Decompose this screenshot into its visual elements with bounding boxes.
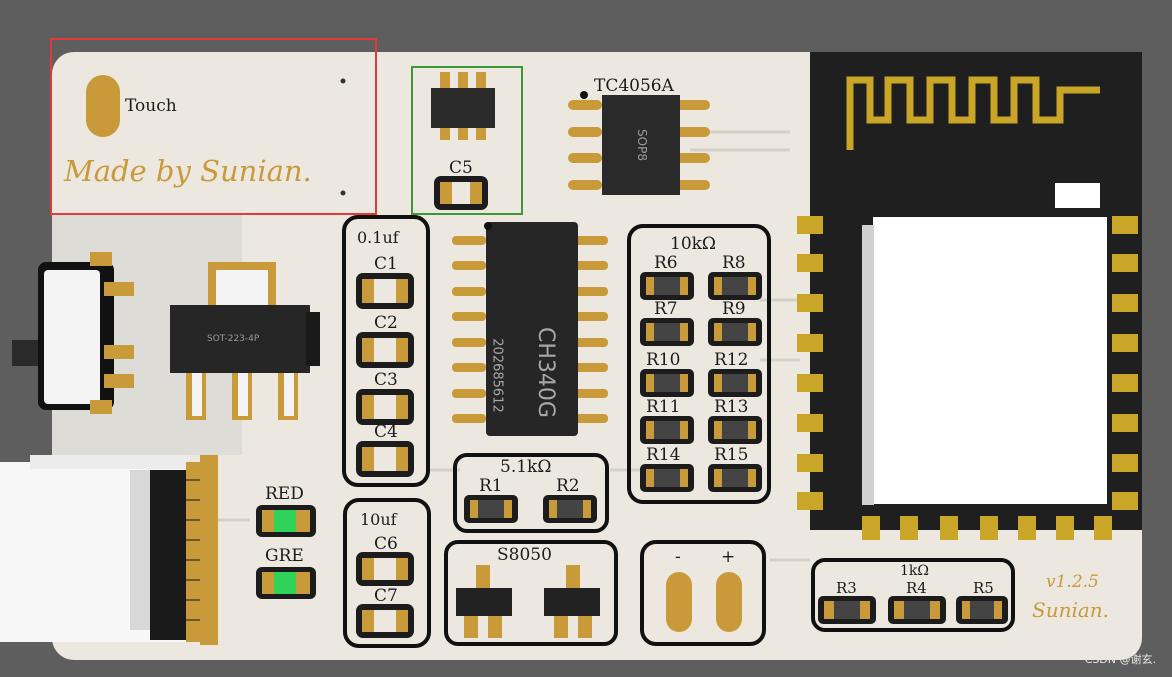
- label-r8: R8: [722, 253, 746, 273]
- label-r3: R3: [836, 579, 857, 597]
- label-r1: R1: [479, 476, 503, 496]
- label-minus: -: [675, 547, 681, 567]
- res-group-outline-5k1: [453, 453, 609, 533]
- label-c6: C6: [374, 534, 398, 554]
- label-s8050: S8050: [497, 545, 552, 565]
- label-r2: R2: [556, 476, 580, 496]
- label-touch: Touch: [125, 96, 177, 116]
- chip-text-ch340g-code: 202685612: [489, 338, 505, 413]
- label-r12: R12: [714, 350, 749, 370]
- res-group-outline-1k: [811, 558, 1015, 632]
- cap-group-outline-2: [343, 498, 431, 648]
- res-group-outline-10k: [627, 224, 771, 504]
- label-r9: R9: [722, 299, 746, 319]
- label-r4: R4: [906, 579, 927, 597]
- tc4056a-chip: [568, 91, 710, 195]
- battery-pad-minus: [666, 572, 692, 632]
- label-cap-value-2: 10uf: [360, 510, 397, 529]
- red-highlight-box: [50, 38, 377, 215]
- label-gre: GRE: [265, 546, 304, 566]
- label-version: v1.2.5: [1046, 572, 1099, 592]
- label-r7: R7: [654, 299, 678, 319]
- sot223-regulator: [170, 262, 320, 420]
- esp-antenna: [846, 76, 1100, 150]
- esp-shield: [873, 217, 1107, 504]
- label-res-5k1: 5.1kΩ: [500, 457, 552, 477]
- battery-outline: [640, 540, 766, 646]
- slide-switch: [12, 252, 134, 414]
- resistors-r6-r15: [640, 272, 762, 492]
- label-r10: R10: [646, 350, 681, 370]
- label-r5: R5: [973, 579, 994, 597]
- battery-pad-plus: [716, 572, 742, 632]
- label-r15: R15: [714, 445, 749, 465]
- caps-c1-c4: [356, 273, 414, 477]
- label-plus: +: [721, 547, 736, 567]
- led-red: [256, 505, 316, 537]
- chip-text-regulator: SOT-223-4P: [207, 334, 260, 344]
- ch340g-chip: [452, 222, 608, 436]
- label-red: RED: [265, 484, 304, 504]
- small-ic-chip: [431, 72, 495, 140]
- cap-group-outline-1: [342, 215, 430, 487]
- green-highlight-box: [411, 66, 523, 215]
- csdn-watermark: CSDN @谢玄.: [1084, 653, 1156, 666]
- label-c7: C7: [374, 586, 398, 606]
- touch-pad: [86, 75, 120, 137]
- label-r6: R6: [654, 253, 678, 273]
- label-made-by: Made by Sunian.: [64, 154, 312, 188]
- label-sunian: Sunian.: [1032, 598, 1110, 622]
- s8050-transistors: [456, 565, 600, 638]
- label-res-10k: 10kΩ: [670, 234, 717, 254]
- transistor-group-outline: [444, 540, 618, 646]
- label-c1: C1: [374, 254, 398, 274]
- label-cap-value-1: 0.1uf: [357, 228, 399, 247]
- label-r11: R11: [646, 397, 681, 417]
- label-c5: C5: [449, 158, 473, 178]
- chip-text-ch340g: CH340G: [532, 327, 558, 418]
- label-r14: R14: [646, 445, 681, 465]
- label-res-1k: 1kΩ: [900, 563, 929, 579]
- label-c4: C4: [374, 422, 398, 442]
- label-c3: C3: [374, 370, 398, 390]
- esp-white-label: [1055, 183, 1100, 208]
- led-green: [256, 567, 316, 599]
- label-c2: C2: [374, 313, 398, 333]
- label-r13: R13: [714, 397, 749, 417]
- label-tc4056a: TC4056A: [594, 76, 674, 96]
- chip-text-sop8: SOP8: [634, 129, 649, 161]
- esp-pads: [797, 216, 1138, 540]
- usb-c-connector: [0, 455, 218, 645]
